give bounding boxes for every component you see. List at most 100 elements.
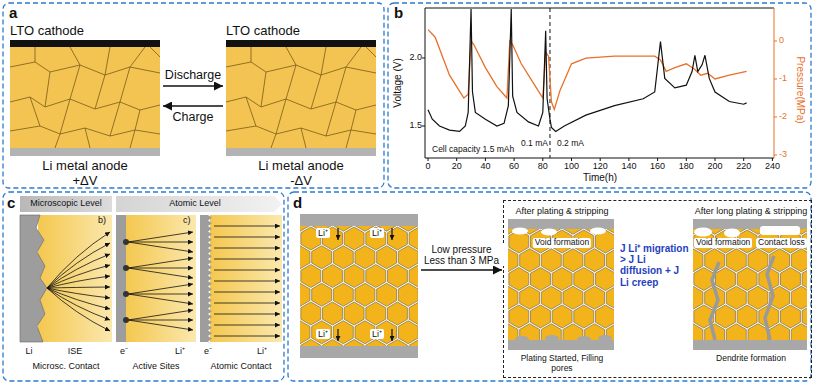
electrolyte-illustration (693, 249, 703, 272)
voltage-pressure-chart (743, 158, 744, 161)
carrier-label: e⁻ (120, 346, 128, 356)
electrolyte-illustration (590, 228, 606, 235)
cell-illustration (321, 47, 326, 75)
interface-illustration (116, 215, 126, 342)
cell-illustration (10, 126, 160, 136)
electrolyte-illustration (545, 335, 559, 341)
electrolyte-illustration (409, 340, 418, 347)
electrolyte-illustration (710, 262, 719, 340)
chart-note: Cell capacity 1.5 mAh (432, 145, 514, 155)
cell-illustration (150, 47, 160, 57)
carrier-label: e⁻ (204, 346, 212, 356)
tick-label: 180 (679, 161, 694, 171)
cell-illustration (226, 126, 376, 136)
electrolyte-illustration (355, 283, 375, 306)
electrolyte-illustration (398, 246, 418, 269)
electrolyte-illustration (509, 305, 529, 328)
voltage-pressure-chart (686, 158, 687, 161)
electrolyte-illustration (724, 229, 740, 238)
voltage-pressure-chart (628, 158, 629, 161)
edge-label: Low pressure Less than 3 MPa (420, 244, 504, 266)
axis-title: Time(h) (583, 172, 617, 183)
defect-label: Void formation (694, 238, 752, 248)
electrolyte-illustration (770, 324, 790, 340)
cell-illustration (226, 47, 376, 148)
cell-illustration (10, 40, 160, 156)
electrolyte-illustration (693, 286, 703, 309)
interface-illustration (214, 292, 280, 293)
interface-illustration (128, 268, 193, 269)
electrolyte-illustration (574, 305, 594, 328)
level-banner: Microscopic Level (20, 196, 112, 212)
material-label: ISE (68, 346, 83, 356)
interface-illustration (126, 215, 196, 342)
interface-illustration (47, 276, 110, 288)
electrolyte-illustration (387, 302, 407, 325)
cell-illustration (70, 65, 80, 99)
cell-illustration (130, 47, 145, 67)
electrolyte-illustration (398, 283, 418, 306)
electrolyte-illustration (508, 229, 614, 340)
electrolyte-illustration (577, 336, 591, 342)
interface-illustration (47, 232, 110, 331)
electrolyte-illustration (520, 249, 540, 272)
tick-label: 160 (650, 161, 665, 171)
voltage-pressure-chart (657, 158, 658, 161)
electrolyte-illustration (344, 227, 364, 250)
cell-illustration (246, 97, 256, 126)
electrolyte-illustration (337, 228, 338, 240)
electrolyte-illustration (409, 265, 418, 288)
electrolyte-illustration (737, 305, 757, 328)
electrolyte-illustration (737, 268, 757, 291)
electrolyte-illustration (300, 321, 310, 344)
defect-label: Void formation (533, 238, 591, 248)
voltage-pressure-chart (422, 8, 777, 161)
interface-illustration (123, 265, 129, 271)
cell-illustration (45, 72, 50, 107)
interface-illustration (128, 284, 193, 294)
electrolyte-illustration (598, 335, 612, 341)
tick-label: -2 (779, 111, 787, 121)
voltage-pressure-chart (772, 158, 773, 161)
electrolyte-illustration (791, 249, 807, 272)
cell-illustration (366, 47, 376, 57)
voltage-pressure-chart (774, 41, 777, 42)
voltage-pressure-chart (428, 9, 747, 131)
voltage-pressure-chart (422, 58, 425, 126)
electrolyte-illustration (563, 286, 583, 309)
interface-illustration (47, 287, 110, 288)
interface-illustration (128, 320, 193, 321)
interface-illustration (200, 215, 212, 344)
electrolyte-illustration (409, 302, 418, 325)
cell-illustration (10, 62, 160, 75)
electrode-label: Li metal anode -ΔV (251, 159, 351, 188)
electrolyte-block: After long plating & strippingVoid forma… (692, 204, 810, 377)
electrolyte-illustration (748, 249, 768, 272)
electrolyte-illustration (366, 265, 386, 288)
voltage-pressure-chart (425, 8, 774, 9)
tick-label: 20 (452, 161, 462, 171)
interface-illustration (47, 288, 110, 331)
electrolyte-illustration (344, 265, 364, 288)
interface-illustration (123, 291, 129, 297)
electrolyte-illustration (791, 324, 807, 340)
panel-border (3, 192, 284, 381)
electrolyte-illustration (391, 228, 392, 240)
tick-label: 240 (765, 161, 780, 171)
electrolyte-illustration (574, 268, 594, 291)
electrolyte-illustration (301, 340, 321, 347)
voltage-pressure-chart (428, 9, 747, 131)
electrolyte-illustration (541, 229, 557, 236)
interface-illustration (214, 336, 280, 337)
interface-illustration (214, 270, 280, 271)
panel-border (388, 3, 811, 188)
interface-illustration (128, 232, 193, 242)
electrolyte-illustration (377, 246, 397, 269)
electrolyte-illustration (300, 226, 418, 346)
electrolyte-illustration (509, 268, 529, 291)
panel-border (288, 192, 811, 381)
electrolyte-illustration (377, 283, 397, 306)
voltage-pressure-chart (514, 158, 515, 161)
electrolyte-illustration (387, 340, 407, 347)
cell-illustration (85, 128, 90, 148)
